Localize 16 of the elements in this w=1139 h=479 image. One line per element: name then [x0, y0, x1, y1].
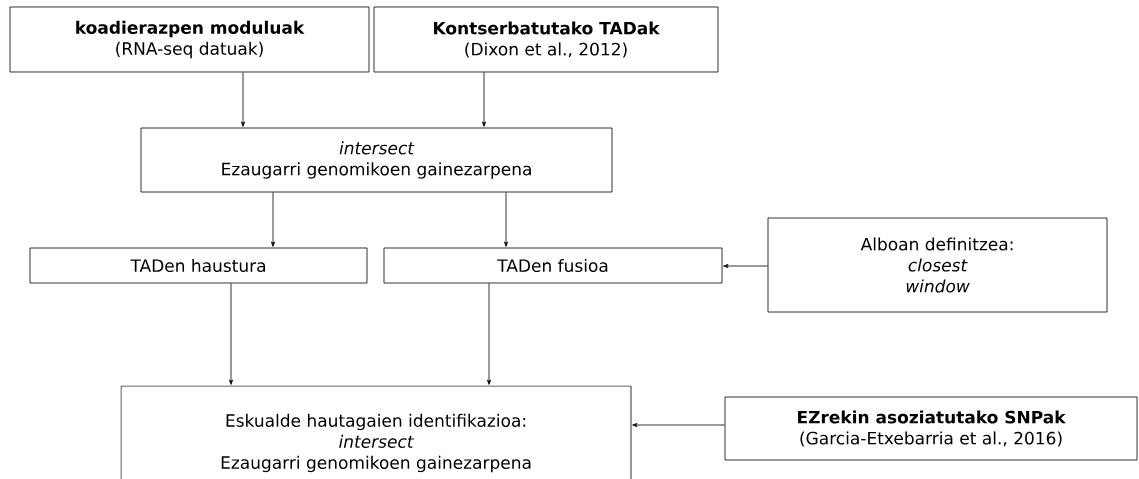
- process-box: Eskualde hautagaien identifikazioa: intersect Ezaugarri genomikoen gainezarpena: [120, 385, 632, 479]
- arrow: [723, 264, 768, 268]
- arrow: [241, 72, 245, 127]
- arrow: [632, 423, 725, 427]
- process-box: TADen haustura: [29, 247, 368, 284]
- process-box: intersect Ezaugarri genomikoen gainezarpena: [140, 127, 613, 193]
- process-box: Kontserbatutako TADak (Dixon et al., 2012): [373, 6, 719, 73]
- arrow: [487, 283, 491, 385]
- arrow: [482, 72, 486, 127]
- process-box: EZrekin asoziatutako SNPak (Garcia-Etxebarria et al., 2016): [724, 396, 1138, 461]
- process-box: TADen fusioa: [383, 247, 723, 284]
- arrow: [504, 192, 508, 247]
- arrow: [229, 283, 233, 385]
- process-box: koadierazpen moduluak (RNA-seq datuak): [9, 6, 370, 73]
- arrow: [271, 192, 275, 247]
- process-box: Alboan definitzea: closest window: [767, 217, 1108, 313]
